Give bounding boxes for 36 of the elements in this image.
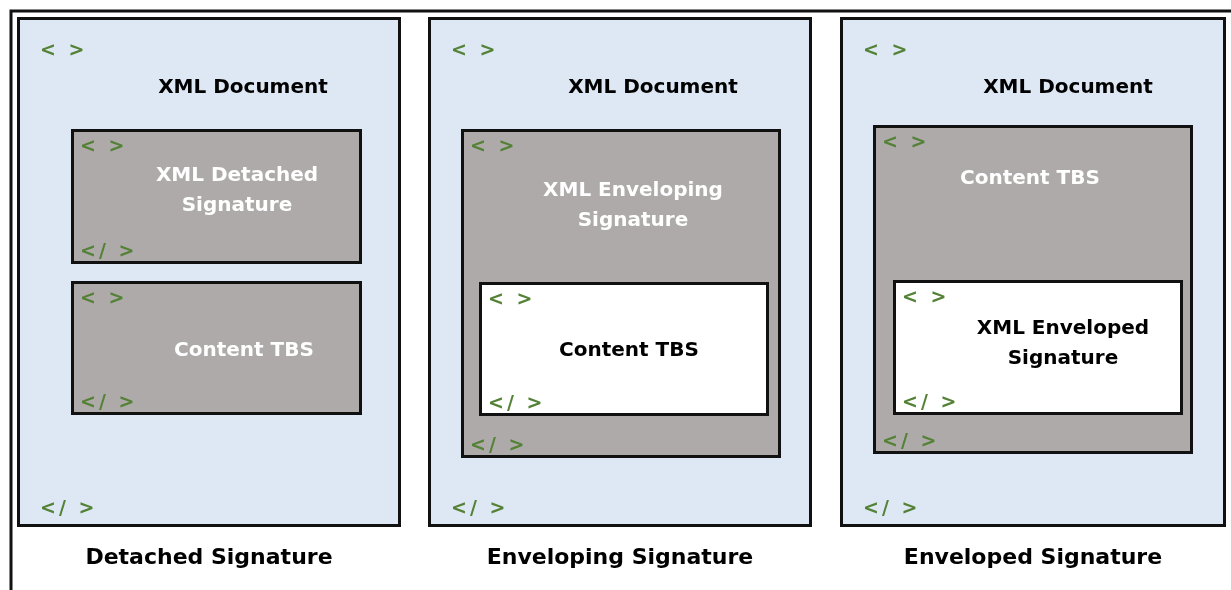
panel-caption: Detached Signature (84, 544, 334, 569)
signature-block (873, 125, 1193, 454)
open-tag-label: < > (902, 285, 950, 307)
signature-block (71, 129, 362, 264)
block-title: XML Detached Signature (154, 161, 320, 218)
block-title: XML Document (157, 73, 329, 100)
block-title: XML Document (567, 73, 739, 100)
block-title: Content TBS (959, 164, 1101, 191)
close-tag-label: </ > (80, 239, 138, 261)
close-tag-label: </ > (488, 391, 546, 413)
open-tag-label: < > (451, 38, 499, 60)
block-title: Content TBS (173, 336, 315, 363)
block-title: XML Document (982, 73, 1154, 100)
open-tag-label: < > (470, 134, 518, 156)
content-block (893, 280, 1183, 415)
signature-block (71, 281, 362, 415)
close-tag-label: </ > (40, 496, 98, 518)
open-tag-label: < > (863, 38, 911, 60)
close-tag-label: </ > (451, 496, 509, 518)
open-tag-label: < > (80, 286, 128, 308)
block-title: XML Enveloped Signature (975, 314, 1151, 371)
close-tag-label: </ > (863, 496, 921, 518)
close-tag-label: </ > (882, 429, 940, 451)
open-tag-label: < > (488, 287, 536, 309)
open-tag-label: < > (80, 134, 128, 156)
content-block (479, 282, 769, 416)
panel-caption: Enveloped Signature (902, 544, 1164, 569)
close-tag-label: </ > (902, 390, 960, 412)
panel-caption: Enveloping Signature (485, 544, 755, 569)
open-tag-label: < > (40, 38, 88, 60)
open-tag-label: < > (882, 130, 930, 152)
close-tag-label: </ > (470, 433, 528, 455)
signature-block (461, 129, 781, 458)
block-title: XML Enveloping Signature (542, 176, 724, 233)
close-tag-label: </ > (80, 390, 138, 412)
block-title: Content TBS (558, 336, 700, 363)
